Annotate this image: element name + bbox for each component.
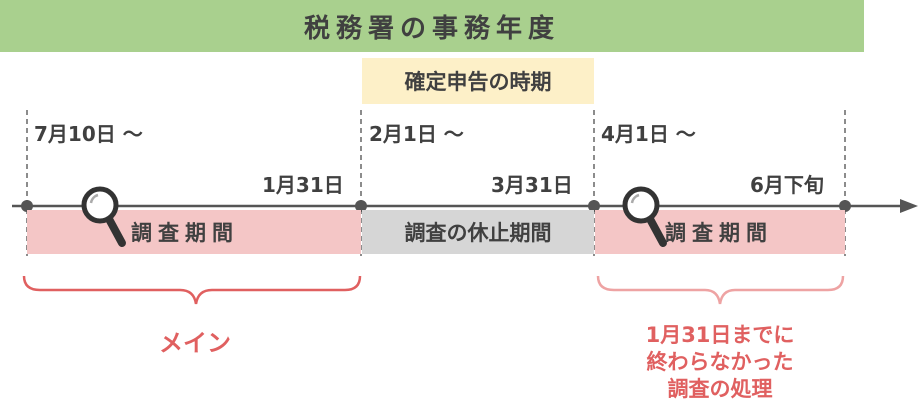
page-title: 税務署の事務年度 — [303, 13, 560, 44]
unfinished-note-line: 1月31日までに — [645, 323, 795, 347]
title-bar: 税務署の事務年度 — [0, 0, 864, 52]
start-label-jul: 7月10日 〜 — [34, 122, 143, 146]
timeline-node — [588, 200, 600, 212]
start-label-apr: 4月1日 〜 — [601, 122, 696, 146]
investigation-period-1: 調査期間 — [27, 210, 361, 254]
period-label: 調査の休止期間 — [404, 221, 552, 245]
magnifier-icon — [622, 186, 667, 247]
unfinished-note-line: 調査の処理 — [667, 377, 773, 401]
timeline-node — [21, 200, 33, 212]
period-label: 調査期間 — [665, 221, 773, 245]
main-note: メイン — [159, 329, 231, 357]
timeline-arrowhead — [900, 199, 918, 213]
timeline-node — [355, 200, 367, 212]
filing-period-label: 確定申告の時期 — [404, 70, 552, 94]
main-brace — [22, 275, 362, 305]
magnifier-icon — [81, 186, 126, 247]
end-label-mar: 3月31日 — [491, 173, 573, 197]
start-label-feb: 2月1日 〜 — [369, 122, 464, 146]
pause-period: 調査の休止期間 — [362, 210, 594, 254]
end-label-jun: 6月下旬 — [750, 173, 824, 197]
unfinished-note: 1月31日までに 終わらなかった 調査の処理 — [596, 322, 844, 403]
filing-period-box: 確定申告の時期 — [362, 58, 594, 104]
unfinished-note-line: 終わらなかった — [646, 350, 794, 374]
timeline-node — [839, 200, 851, 212]
end-label-jan: 1月31日 — [262, 173, 344, 197]
unfinished-brace — [596, 275, 845, 305]
period-label: 調査期間 — [131, 221, 239, 245]
